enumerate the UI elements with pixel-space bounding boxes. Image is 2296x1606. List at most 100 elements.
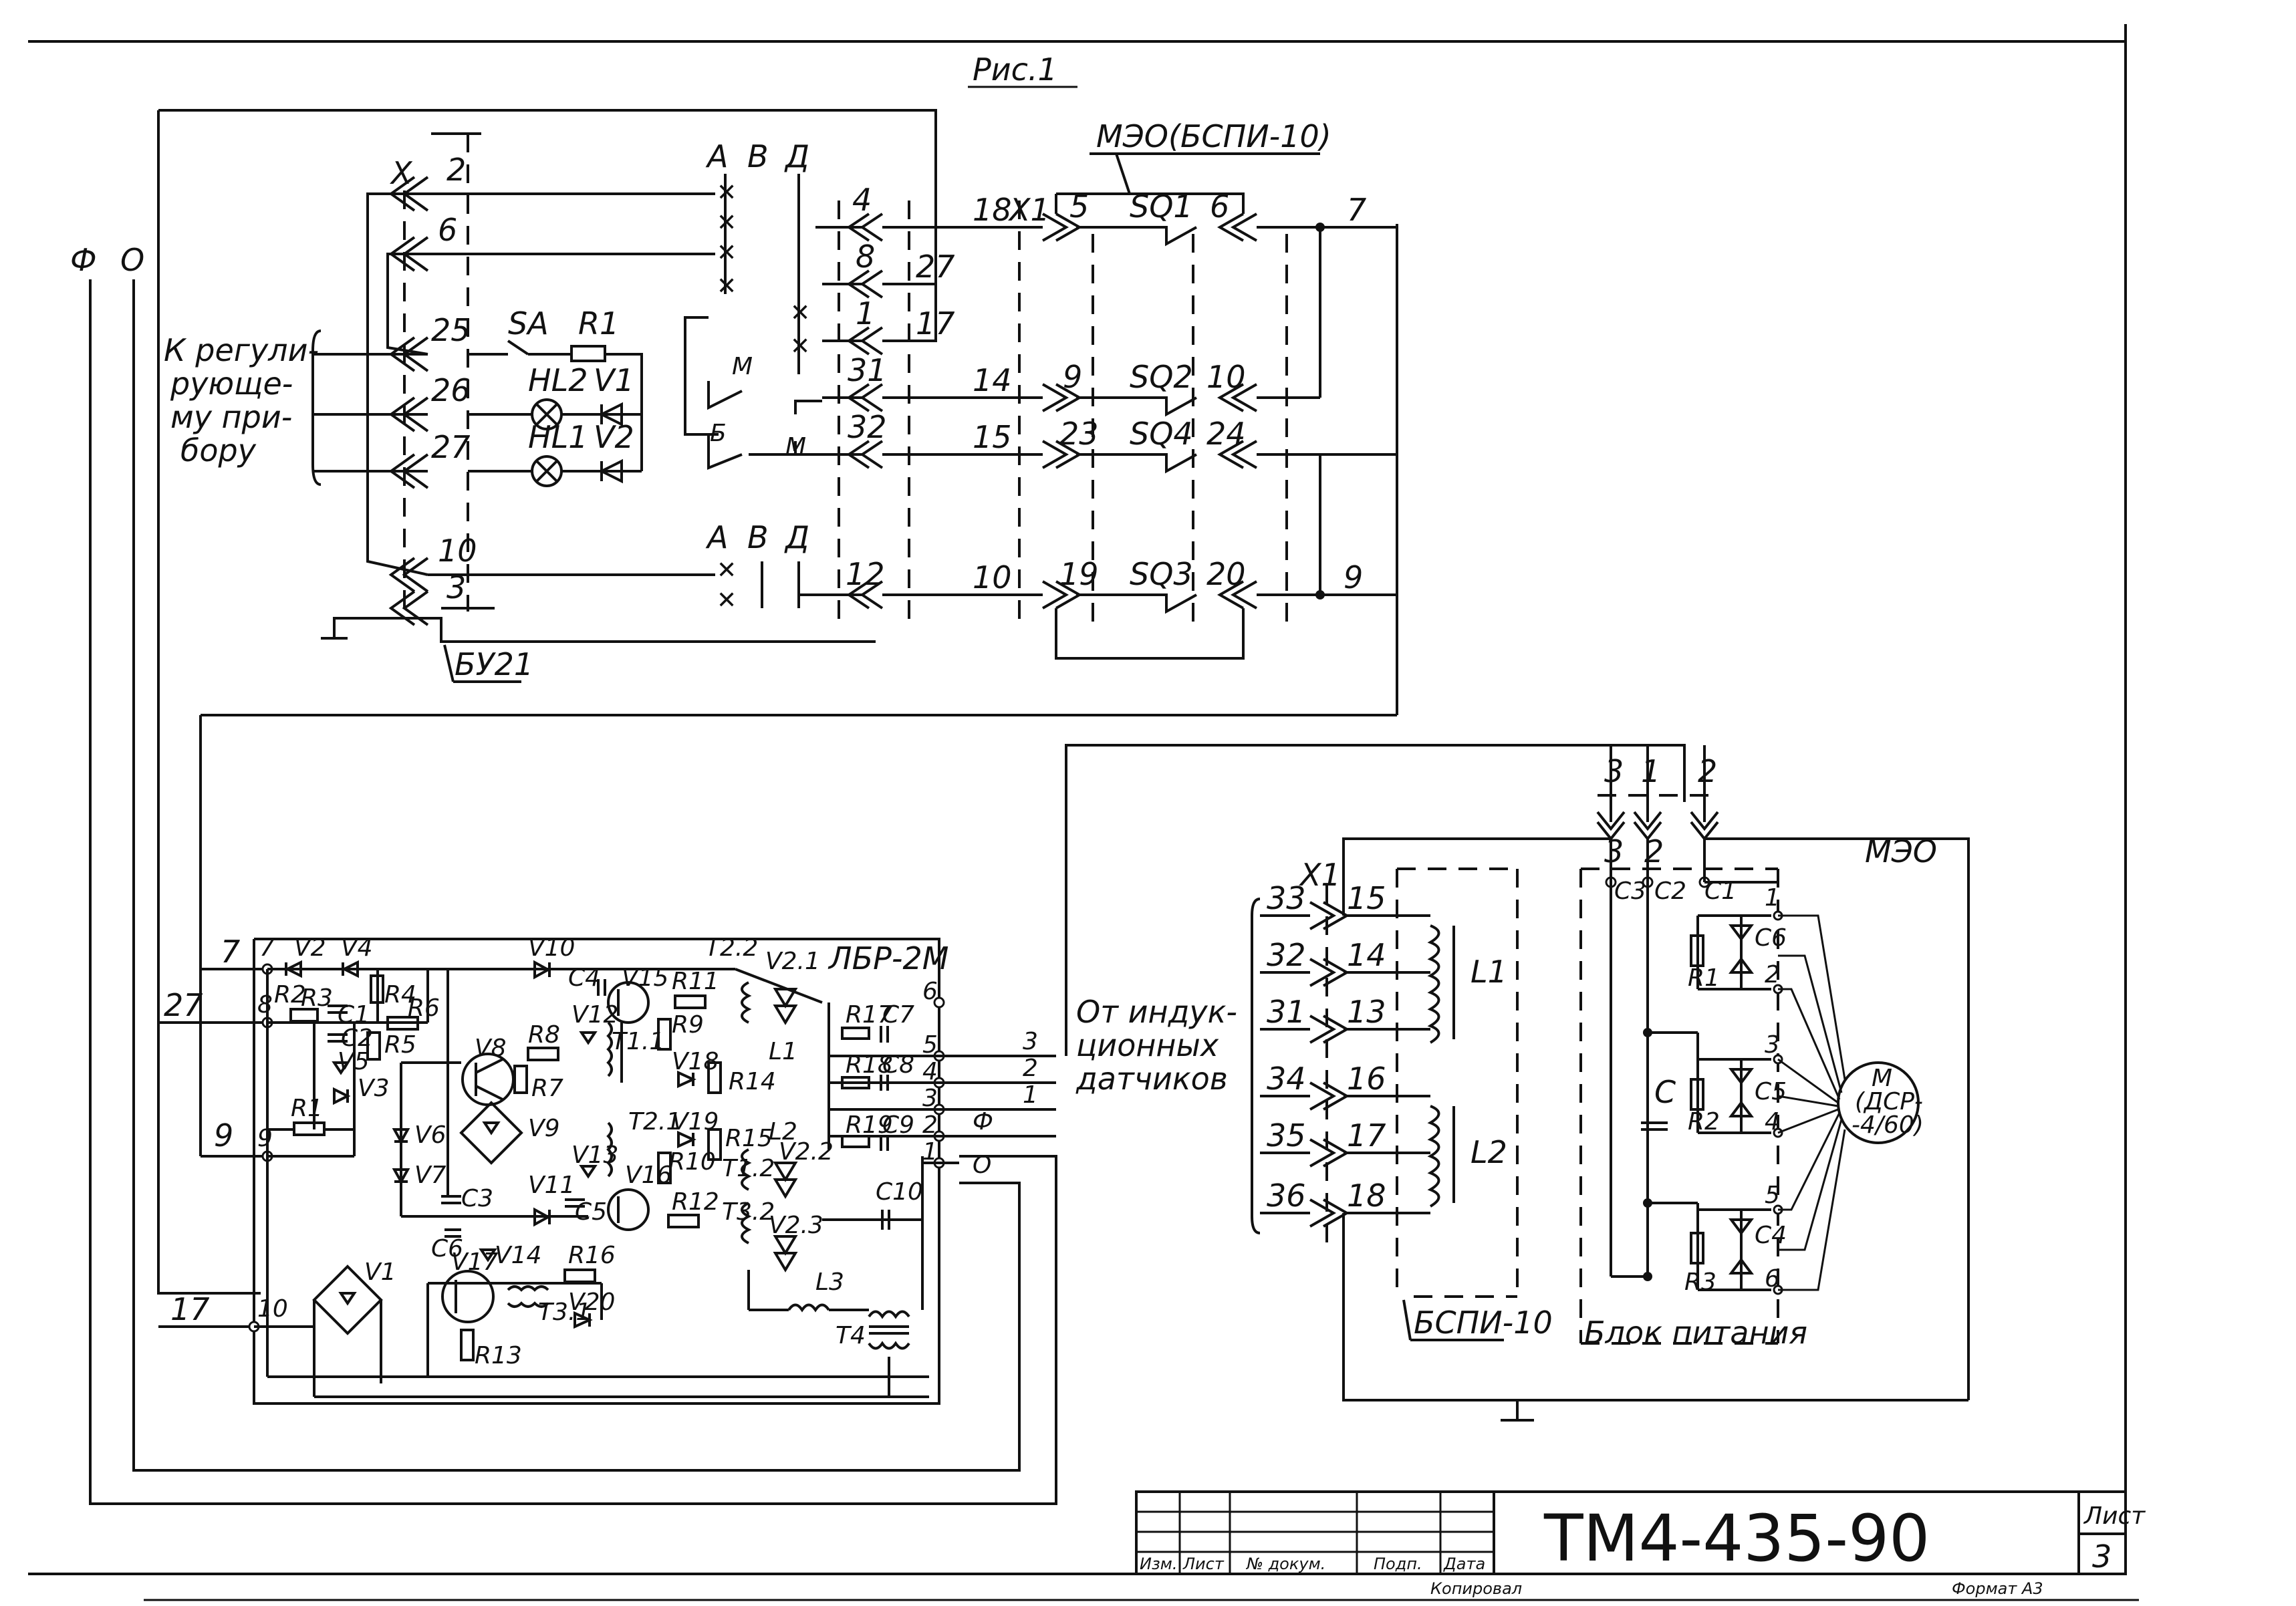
- x1-top: X1: [1008, 192, 1050, 228]
- doc-number: ТМ4-435-90: [1543, 1501, 1930, 1576]
- sheet-number: 3: [2092, 1538, 2112, 1575]
- sa-label: SA: [508, 305, 549, 342]
- wire-27: 27: [916, 249, 955, 285]
- sensor-term-13: 13: [1347, 994, 1386, 1030]
- pc-1: 1: [1641, 753, 1660, 789]
- sq4: SQ4: [1130, 416, 1193, 452]
- c-R9: R9: [672, 1011, 704, 1039]
- ind-L2: L2: [1471, 1134, 1507, 1170]
- c-T2.2: T2.2: [705, 934, 758, 962]
- zero-label: О: [120, 242, 144, 278]
- c-R19: R19: [846, 1111, 893, 1139]
- c-V2.2: V2.2: [779, 1138, 834, 1166]
- svg-text:✕: ✕: [790, 299, 810, 327]
- contact-b: Б: [710, 420, 727, 447]
- pb-c5: C5: [1755, 1078, 1787, 1105]
- c-R2: R2: [274, 981, 306, 1009]
- pb-c6: C6: [1755, 924, 1787, 952]
- lbr-term-1: 1: [922, 1138, 938, 1166]
- c-R1-lbr: R1: [291, 1095, 323, 1122]
- svg-text:✕: ✕: [717, 587, 737, 614]
- wire-9-top: 9: [1344, 559, 1363, 595]
- lbr-wire-27: 27: [164, 987, 203, 1023]
- sq3: SQ3: [1130, 556, 1193, 592]
- c-V11: V11: [528, 1172, 575, 1199]
- wire-18: 18: [973, 192, 1012, 228]
- term-27: 27: [431, 429, 471, 465]
- mid-term-32: 32: [848, 409, 887, 445]
- c-T2.1: T2.1: [628, 1108, 681, 1135]
- c-C6: C6: [431, 1235, 463, 1262]
- c-V4: V4: [341, 934, 373, 962]
- meo-section: X1 БСПИ-10 33 32 31 34 35 36 15 14 13 16…: [1251, 745, 1970, 1422]
- to-regulator-2: рующе-: [170, 366, 293, 402]
- mid-term-4: 4: [852, 182, 872, 218]
- c-V1-bridge: V1: [364, 1258, 396, 1286]
- c-R5: R5: [384, 1031, 416, 1059]
- pc-3: 3: [1604, 753, 1624, 789]
- c-V3: V3: [358, 1075, 390, 1102]
- tb-sign: Подп.: [1374, 1555, 1422, 1573]
- c-T4: T4: [836, 1322, 866, 1349]
- lbr-term-6: 6: [922, 978, 938, 1005]
- out-3: 3: [1023, 1028, 1038, 1055]
- svg-text:✕: ✕: [717, 273, 737, 300]
- mid-term-1: 1: [856, 295, 875, 331]
- lbr-wire-17: 17: [170, 1291, 210, 1327]
- lbr-term-10: 10: [257, 1295, 288, 1323]
- term-2: 2: [447, 152, 466, 188]
- motor-dsr: (ДСР-: [1855, 1088, 1923, 1115]
- c-R4: R4: [384, 981, 416, 1009]
- lbr-term-7: 7: [259, 934, 275, 962]
- meo-5: 5: [1069, 188, 1089, 225]
- format-label: Формат А3: [1952, 1579, 2043, 1598]
- frame: [28, 24, 2139, 1601]
- sensor-in-32: 32: [1267, 937, 1306, 973]
- svg-text:✕: ✕: [717, 209, 737, 237]
- mt-2: 2: [1765, 961, 1780, 988]
- c-L3: L3: [815, 1268, 844, 1296]
- c-R13: R13: [475, 1342, 522, 1369]
- switch-a: А: [705, 138, 728, 174]
- wire-14: 14: [973, 362, 1012, 398]
- meo-20: 20: [1206, 556, 1246, 592]
- out-zero: О: [973, 1152, 991, 1179]
- c-C3: C3: [461, 1185, 493, 1212]
- sensor-in-33: 33: [1267, 880, 1306, 916]
- copied-label: Копировал: [1430, 1579, 1522, 1598]
- sq2: SQ2: [1130, 359, 1193, 395]
- tb-doc: № докум.: [1245, 1555, 1325, 1573]
- lbr-term-8: 8: [257, 991, 273, 1019]
- pc-2: 2: [1698, 753, 1717, 789]
- bu21-label: БУ21: [455, 646, 533, 682]
- mid-term-12: 12: [846, 556, 885, 592]
- v2-label: V2: [594, 419, 634, 455]
- tb-izm: Изм.: [1140, 1555, 1177, 1573]
- sensors-note: От индук- ционных датчиков: [1065, 744, 1686, 1097]
- c-V16: V16: [625, 1162, 672, 1189]
- lbr-term-4: 4: [922, 1058, 938, 1085]
- c-V20: V20: [568, 1289, 615, 1316]
- sensor-term-17: 17: [1347, 1117, 1386, 1154]
- c-R12: R12: [672, 1188, 719, 1216]
- lbr-term-9: 9: [257, 1125, 273, 1152]
- out-2: 2: [1023, 1055, 1038, 1082]
- c-R3: R3: [301, 984, 333, 1012]
- wire-15: 15: [973, 419, 1012, 455]
- to-regulator-4: бору: [180, 432, 257, 469]
- lbr-term-3: 3: [922, 1085, 938, 1112]
- sensor-in-36: 36: [1267, 1178, 1306, 1214]
- lbr-section: ЛБР-2М 7 27 9 17 7 8 9 10 V2 V4 R2 R3 C: [158, 715, 1056, 1405]
- c-R8: R8: [528, 1021, 560, 1049]
- sensor-term-18: 18: [1347, 1178, 1386, 1214]
- c-V14: V14: [495, 1242, 541, 1269]
- wire-7-top: 7: [1347, 192, 1366, 228]
- motor-rating: -4/60): [1852, 1111, 1924, 1139]
- c-R17: R17: [846, 1001, 893, 1029]
- meo-24: 24: [1206, 416, 1246, 452]
- r1-label: R1: [578, 305, 619, 342]
- c-V19: V19: [672, 1108, 719, 1135]
- title-block: Изм. Лист № докум. Подп. Дата ТМ4-435-90…: [1135, 1490, 2146, 1598]
- from-sensors-3: датчиков: [1075, 1061, 1228, 1097]
